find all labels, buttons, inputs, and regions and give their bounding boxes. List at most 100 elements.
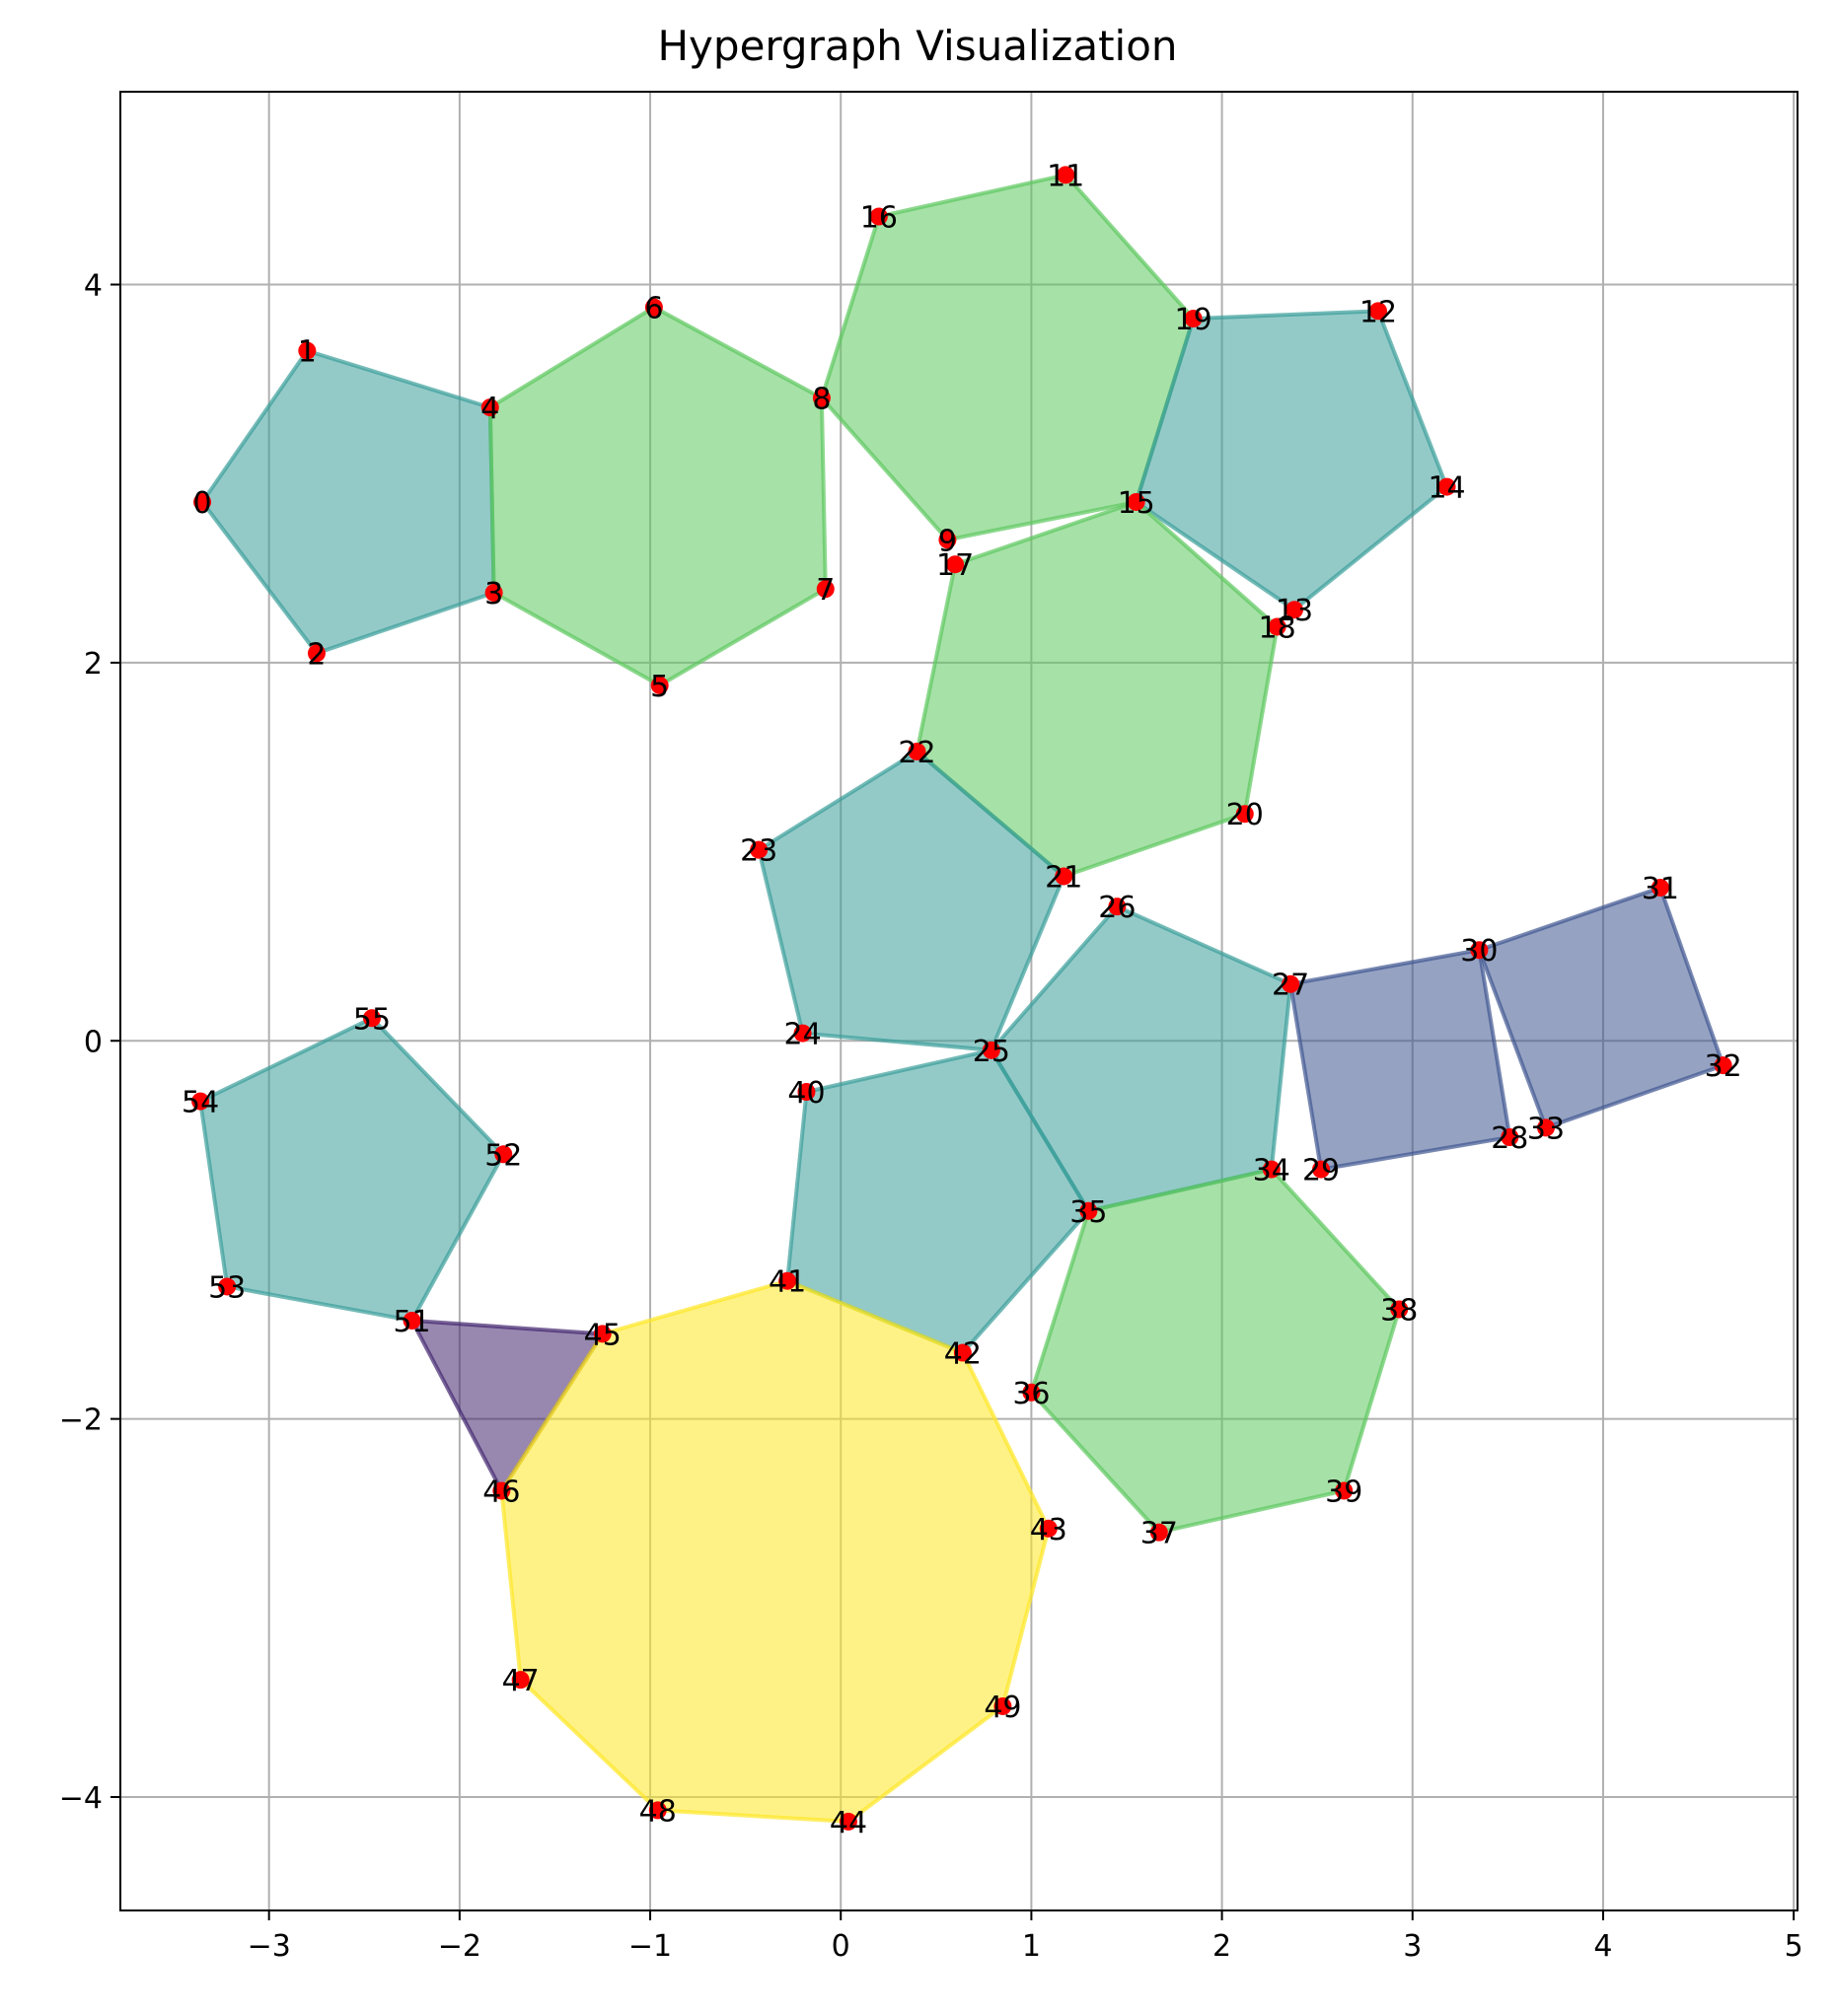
node-6: [644, 298, 663, 317]
node-label: 29: [1302, 1154, 1340, 1188]
node-55: [363, 1009, 381, 1028]
node-label: 22: [898, 736, 935, 770]
nodes: [191, 166, 1732, 1831]
node-15: [1127, 492, 1145, 511]
node-44: [839, 1812, 857, 1831]
node-label: 28: [1491, 1121, 1528, 1156]
node-label: 34: [1253, 1154, 1290, 1188]
node-19: [1184, 310, 1203, 328]
node-3: [484, 583, 503, 602]
node-label: 48: [639, 1794, 677, 1829]
node-49: [993, 1696, 1012, 1715]
y-tick-label: 0: [84, 1025, 103, 1059]
node-42: [953, 1343, 972, 1362]
node-7: [816, 580, 835, 599]
node-53: [218, 1277, 237, 1296]
node-label: 9: [938, 524, 957, 558]
node-label: 42: [944, 1337, 982, 1372]
x-tick-label: 2: [1212, 1929, 1231, 1964]
node-label: 39: [1325, 1475, 1362, 1509]
node-31: [1651, 878, 1669, 897]
node-label: 11: [1047, 159, 1084, 193]
node-33: [1537, 1118, 1555, 1137]
node-label: 47: [502, 1664, 540, 1698]
node-label: 19: [1175, 303, 1212, 337]
node-label: 6: [644, 292, 663, 326]
node-label: 18: [1259, 611, 1296, 645]
node-label: 24: [783, 1018, 821, 1052]
hyperedge-11: [198, 1016, 506, 1323]
plot-frame: [119, 91, 1798, 1911]
node-label: 51: [393, 1305, 430, 1339]
node-40: [797, 1083, 816, 1102]
node-label: 21: [1045, 860, 1082, 895]
node-label: 20: [1226, 798, 1264, 832]
node-16: [869, 207, 888, 226]
x-tick-label: 4: [1593, 1929, 1612, 1964]
node-label: 3: [484, 577, 503, 612]
node-label: 40: [787, 1076, 825, 1111]
node-label: 45: [584, 1318, 622, 1352]
node-label: 4: [480, 392, 499, 426]
node-label: 32: [1705, 1049, 1742, 1084]
node-label: 13: [1276, 594, 1313, 628]
node-label: 8: [812, 383, 831, 417]
node-label: 38: [1380, 1293, 1418, 1328]
node-46: [492, 1481, 511, 1500]
node-label: 37: [1140, 1517, 1178, 1551]
x-tick-label: 3: [1403, 1929, 1422, 1964]
node-2: [307, 644, 326, 663]
node-52: [494, 1145, 513, 1164]
x-tick-label: 1: [1022, 1929, 1041, 1964]
node-label: 46: [482, 1475, 520, 1509]
node-label: 55: [353, 1002, 391, 1037]
node-label: 26: [1098, 891, 1136, 925]
node-23: [750, 840, 769, 859]
node-1: [298, 341, 317, 360]
x-tick-label: 5: [1785, 1929, 1803, 1964]
node-label: 7: [816, 573, 835, 608]
x-tick-label: −2: [438, 1929, 481, 1964]
node-label: 53: [208, 1270, 246, 1305]
node-13: [1285, 601, 1303, 619]
node-18: [1268, 617, 1286, 636]
y-tick-label: 2: [84, 647, 103, 682]
node-label: 52: [484, 1138, 522, 1173]
x-tick-label: −3: [248, 1929, 291, 1964]
hyperedge-3: [1134, 309, 1449, 612]
node-label: 44: [830, 1806, 867, 1840]
hyperedge-7: [1288, 948, 1512, 1172]
node-label: 1: [298, 335, 317, 370]
node-29: [1312, 1160, 1331, 1179]
node-label: 15: [1118, 486, 1155, 521]
node-22: [908, 742, 926, 760]
node-label: 25: [973, 1035, 1010, 1069]
node-label: 31: [1642, 872, 1679, 906]
node-48: [648, 1801, 667, 1820]
hyperedge-0: [200, 348, 496, 656]
node-label: 33: [1527, 1112, 1565, 1146]
node-label: 30: [1460, 934, 1498, 969]
node-0: [193, 492, 212, 511]
hyperedges: [198, 173, 1725, 1824]
node-47: [511, 1671, 530, 1690]
node-26: [1108, 898, 1127, 916]
node-28: [1501, 1128, 1519, 1147]
node-4: [480, 398, 499, 417]
node-41: [778, 1271, 797, 1290]
hyperedge-1: [487, 305, 828, 687]
node-39: [1335, 1481, 1354, 1500]
node-label: 36: [1012, 1377, 1050, 1411]
node-35: [1079, 1201, 1098, 1220]
node-label: 16: [860, 201, 898, 236]
node-label: 49: [984, 1691, 1021, 1725]
node-27: [1282, 974, 1300, 993]
hyperedge-13: [499, 1278, 1051, 1824]
y-tick-label: −4: [59, 1781, 103, 1816]
node-12: [1369, 302, 1387, 321]
node-51: [403, 1311, 421, 1330]
node-label: 2: [307, 637, 326, 672]
node-9: [938, 531, 957, 549]
node-label: 0: [193, 486, 212, 521]
